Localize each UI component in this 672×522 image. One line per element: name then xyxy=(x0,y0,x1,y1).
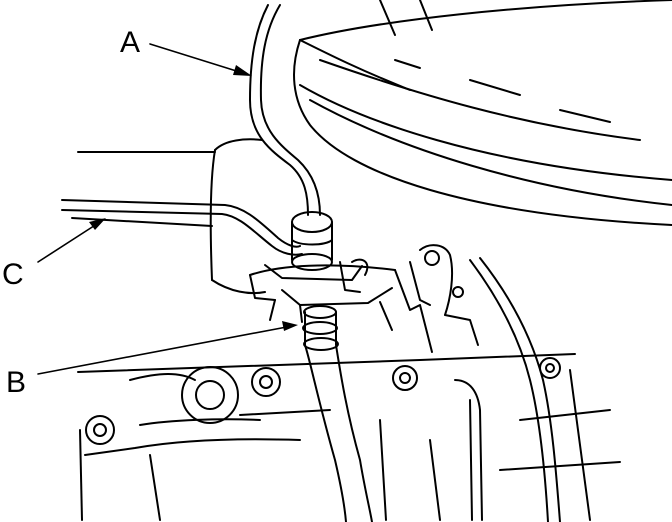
clamp-assembly xyxy=(249,211,433,353)
callout-label-c: C xyxy=(2,258,24,291)
leader-a xyxy=(149,43,247,75)
arrowhead-b xyxy=(282,321,298,331)
tube-c xyxy=(61,199,303,256)
hose-b xyxy=(302,305,373,522)
callout-label-b: B xyxy=(6,366,27,399)
callout-label-a: A xyxy=(120,26,141,59)
arrowhead-a xyxy=(233,65,252,76)
leader-b xyxy=(37,325,293,375)
engine-block xyxy=(77,353,576,521)
arrowhead-c xyxy=(89,218,106,230)
leader-c xyxy=(37,221,101,263)
tube-a xyxy=(249,4,321,216)
arrowheads xyxy=(89,65,298,331)
intake-housing xyxy=(293,0,672,226)
leader-lines xyxy=(37,43,293,375)
reservoir-body xyxy=(71,138,266,295)
right-bracket xyxy=(409,244,621,522)
